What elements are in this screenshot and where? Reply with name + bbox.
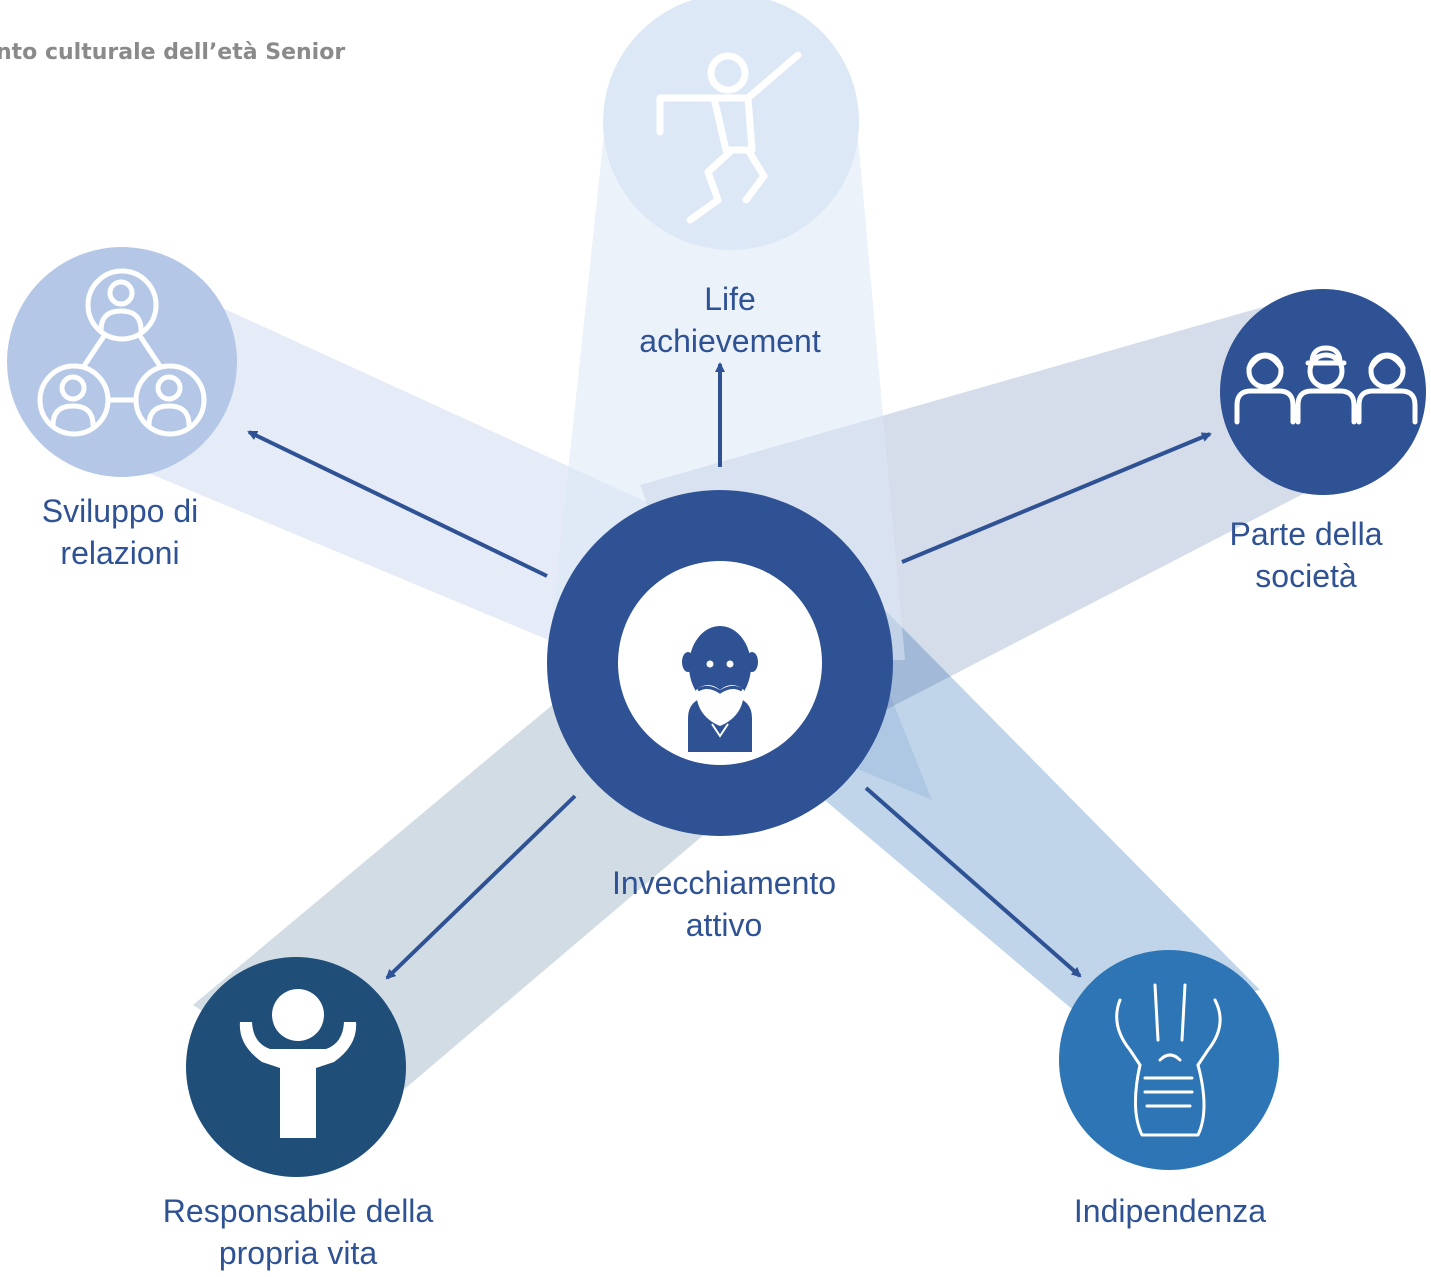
label-responsabile-line1: Responsabile della xyxy=(162,1193,434,1229)
node-life-achievement xyxy=(603,0,859,250)
strong-person-icon xyxy=(239,989,357,1138)
label-indipendenza: Indipendenza xyxy=(1020,1190,1320,1232)
node-center xyxy=(547,490,893,836)
node-sviluppo-di-relazioni xyxy=(7,247,237,477)
label-responsabile-della-propria-vita: Responsabile della propria vita xyxy=(118,1190,478,1274)
label-sviluppo-line2: relazioni xyxy=(60,535,180,571)
label-life-achievement-line1: Life xyxy=(704,281,756,317)
elderly-man-icon xyxy=(682,626,758,752)
label-indipendenza-line1: Indipendenza xyxy=(1073,1193,1267,1229)
node-responsabile-della-propria-vita xyxy=(186,957,406,1177)
label-parte-line1: Parte della xyxy=(1229,516,1383,552)
label-center-line1: Invecchiamento xyxy=(611,865,837,901)
label-life-achievement: Life achievement xyxy=(580,278,880,362)
arrows xyxy=(247,362,1212,980)
page-title: nto culturale dell’età Senior xyxy=(0,40,346,65)
network-people-icon xyxy=(37,268,207,437)
node-indipendenza xyxy=(1059,950,1279,1170)
node-parte-della-societa xyxy=(1220,289,1426,495)
label-sviluppo-di-relazioni: Sviluppo di relazioni xyxy=(0,490,270,574)
arrow-to-parte xyxy=(901,432,1212,564)
label-sviluppo-line1: Sviluppo di xyxy=(41,493,199,529)
jumping-person-icon xyxy=(656,51,802,224)
arrow-to-sviluppo xyxy=(247,430,548,578)
label-responsabile-line2: propria vita xyxy=(218,1235,378,1271)
label-parte-della-societa: Parte della società xyxy=(1181,513,1431,597)
label-center-line2: attivo xyxy=(685,907,763,943)
label-invecchiamento-attivo: Invecchiamento attivo xyxy=(524,862,924,946)
arrow-to-responsabile xyxy=(385,794,577,980)
label-life-achievement-line2: achievement xyxy=(639,323,821,359)
group-of-people-icon xyxy=(1234,345,1418,425)
arrow-to-indipendenza xyxy=(864,786,1082,978)
tying-shoelaces-icon xyxy=(1115,983,1222,1137)
label-parte-line2: società xyxy=(1255,558,1357,594)
